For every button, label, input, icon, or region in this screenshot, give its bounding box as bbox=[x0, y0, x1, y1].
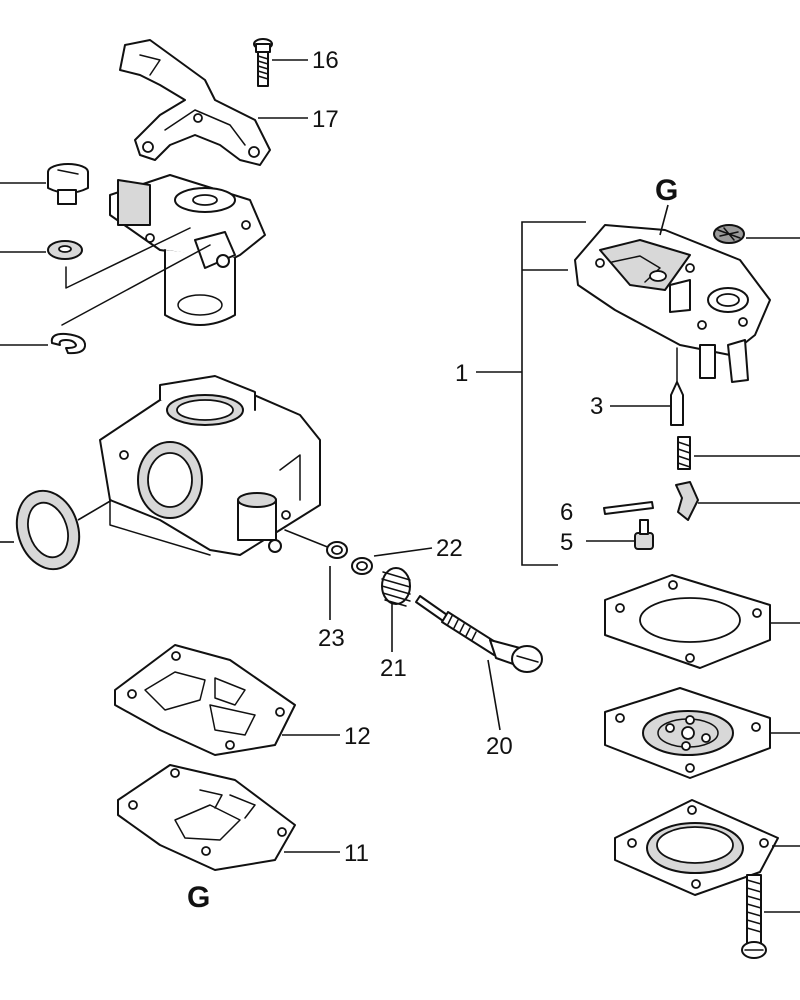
assembly-line-c bbox=[284, 529, 331, 549]
metering-cover bbox=[614, 799, 779, 896]
grease-mark-bottom: G bbox=[187, 881, 210, 914]
leader-22 bbox=[373, 547, 433, 557]
callout-6: 6 bbox=[560, 499, 573, 526]
callout-3: 3 bbox=[590, 393, 603, 420]
metering-lever bbox=[675, 481, 699, 521]
part-16-screw bbox=[253, 38, 273, 87]
leader-ring bbox=[77, 499, 113, 521]
callout-17: 17 bbox=[312, 106, 339, 133]
part-12-gasket bbox=[114, 644, 296, 756]
part-11-gasket bbox=[117, 764, 296, 871]
e-clip-left bbox=[50, 332, 87, 355]
leader-20 bbox=[487, 659, 501, 731]
metering-gasket bbox=[604, 574, 771, 669]
fuel-screen-filter bbox=[713, 224, 745, 244]
large-gasket-ring bbox=[15, 489, 81, 571]
metering-spring bbox=[677, 436, 691, 470]
part-5-lever-screw bbox=[634, 519, 654, 550]
callout-12: 12 bbox=[344, 723, 371, 750]
leader-g-top bbox=[659, 204, 669, 236]
callout-1: 1 bbox=[455, 360, 468, 387]
grease-mark-top: G bbox=[655, 174, 678, 207]
metering-diaphragm bbox=[604, 687, 771, 779]
part-20-adjust-needle bbox=[415, 595, 543, 673]
callout-5: 5 bbox=[560, 529, 573, 556]
pump-body bbox=[574, 224, 771, 383]
part-22-washer bbox=[351, 557, 373, 575]
callout-22: 22 bbox=[436, 535, 463, 562]
callout-20: 20 bbox=[486, 733, 513, 760]
assembly-line-a bbox=[65, 227, 191, 289]
part-23-o-ring bbox=[326, 541, 348, 559]
part-3-inlet-needle bbox=[670, 347, 684, 426]
cover-screw bbox=[741, 874, 767, 959]
callout-21: 21 bbox=[380, 655, 407, 682]
washer-left bbox=[47, 240, 83, 260]
group-bracket-1 bbox=[521, 221, 586, 566]
callout-11: 11 bbox=[344, 840, 369, 867]
part-6-lever-pin bbox=[603, 501, 654, 515]
carburetor-body bbox=[99, 375, 321, 556]
callout-23: 23 bbox=[318, 625, 345, 652]
part-21-spring bbox=[381, 567, 411, 607]
throttle-valve-assembly bbox=[109, 174, 266, 326]
part-17-bracket bbox=[119, 39, 271, 166]
idle-screw bbox=[47, 163, 89, 205]
assembly-line-b bbox=[61, 244, 211, 326]
callout-16: 16 bbox=[312, 47, 339, 74]
